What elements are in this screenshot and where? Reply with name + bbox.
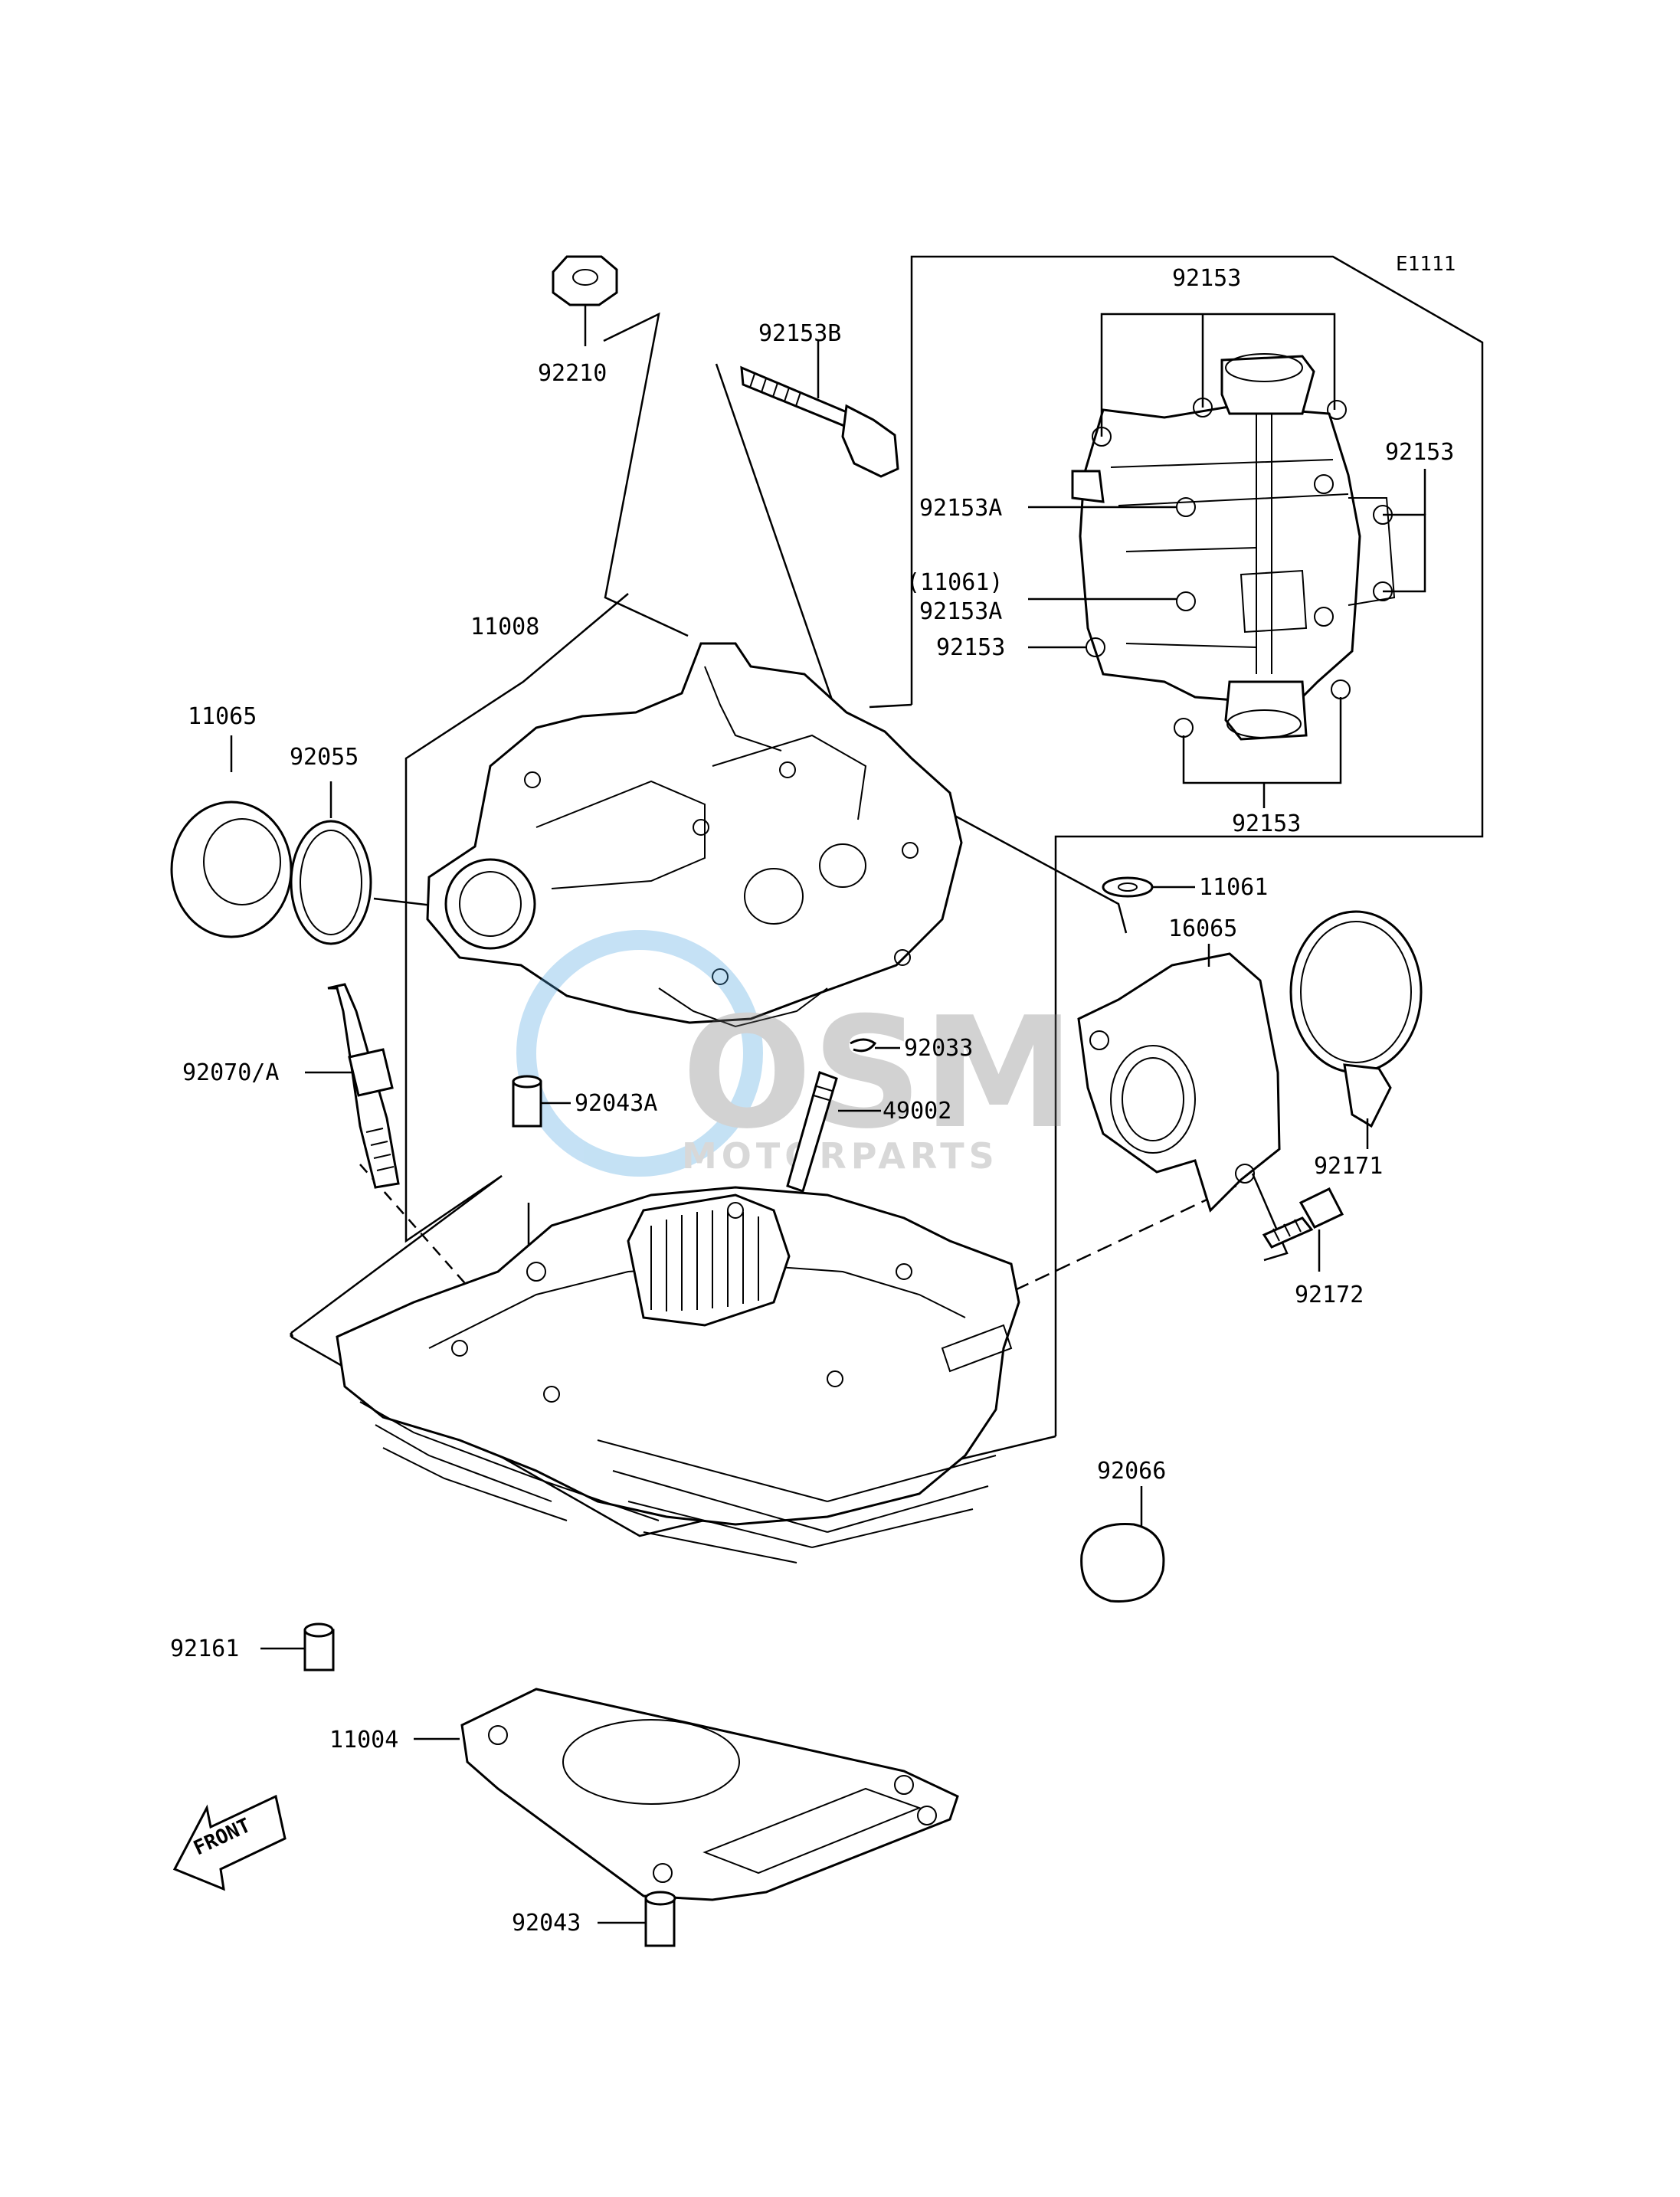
inset-frame xyxy=(869,255,1484,1436)
intake-16065 xyxy=(1077,944,1281,1213)
inset-leaders xyxy=(1028,313,1426,808)
label-92153-bottom: 92153 xyxy=(1232,810,1301,837)
label-92070A: 92070/A xyxy=(182,1059,279,1086)
watermark-brand: OSM xyxy=(682,984,1075,1163)
head-bottom-view xyxy=(1071,353,1396,741)
cap-92066 xyxy=(1080,1486,1165,1603)
front-arrow: FRONT xyxy=(172,1794,287,1891)
label-92033: 92033 xyxy=(904,1035,973,1062)
label-92153-left: 92153 xyxy=(936,634,1005,661)
label-92043A: 92043A xyxy=(575,1090,657,1117)
label-92161: 92161 xyxy=(170,1635,239,1662)
label-92153-top: 92153 xyxy=(1172,265,1241,292)
label-92153-right: 92153 xyxy=(1385,439,1454,466)
dowel-92043 xyxy=(598,1891,676,1947)
label-92066: 92066 xyxy=(1097,1458,1166,1485)
label-11008: 11008 xyxy=(470,614,539,640)
label-92172: 92172 xyxy=(1295,1282,1364,1308)
gasket-11004 xyxy=(414,1688,959,1901)
clamp-92171 xyxy=(1289,910,1423,1149)
callout-labels: 92210 92153B 11008 11065 92055 92070/A 9… xyxy=(170,265,1454,1937)
screw-92172 xyxy=(1262,1187,1344,1272)
label-11061: 11061 xyxy=(1199,874,1268,901)
cylinder-head-11008 xyxy=(426,642,963,1028)
watermark-sub: MOTORPARTS xyxy=(682,1135,999,1177)
label-92153A-2: 92153A xyxy=(919,598,1002,625)
cylinder-head-lower xyxy=(336,1186,1020,1563)
label-11004: 11004 xyxy=(329,1727,398,1753)
washer-11061 xyxy=(1102,876,1195,898)
guide-49002 xyxy=(786,1071,881,1193)
label-92210: 92210 xyxy=(538,360,607,387)
label-92043: 92043 xyxy=(512,1910,581,1937)
cap-11065 xyxy=(170,735,293,938)
label-92171: 92171 xyxy=(1314,1153,1383,1180)
bolt-92153B xyxy=(740,341,899,478)
label-92153B: 92153B xyxy=(758,320,841,347)
label-92055: 92055 xyxy=(290,744,359,771)
label-16065: 16065 xyxy=(1168,915,1237,942)
dowel-92161 xyxy=(260,1622,335,1671)
o-ring-92055 xyxy=(290,781,372,945)
nut-92210 xyxy=(552,255,618,346)
spark-plug-92070A xyxy=(305,983,400,1189)
label-11065: 11065 xyxy=(188,703,257,730)
label-49002: 49002 xyxy=(883,1098,951,1125)
clip-92033 xyxy=(850,1038,900,1053)
watermark-logo: OSM MOTORPARTS xyxy=(516,930,1075,1177)
label-92153A-1: 92153A xyxy=(919,495,1002,522)
dowel-92043A xyxy=(512,1075,571,1128)
label-11061-paren: (11061) xyxy=(906,569,1003,596)
diagram-code: E1111 xyxy=(1396,253,1456,276)
